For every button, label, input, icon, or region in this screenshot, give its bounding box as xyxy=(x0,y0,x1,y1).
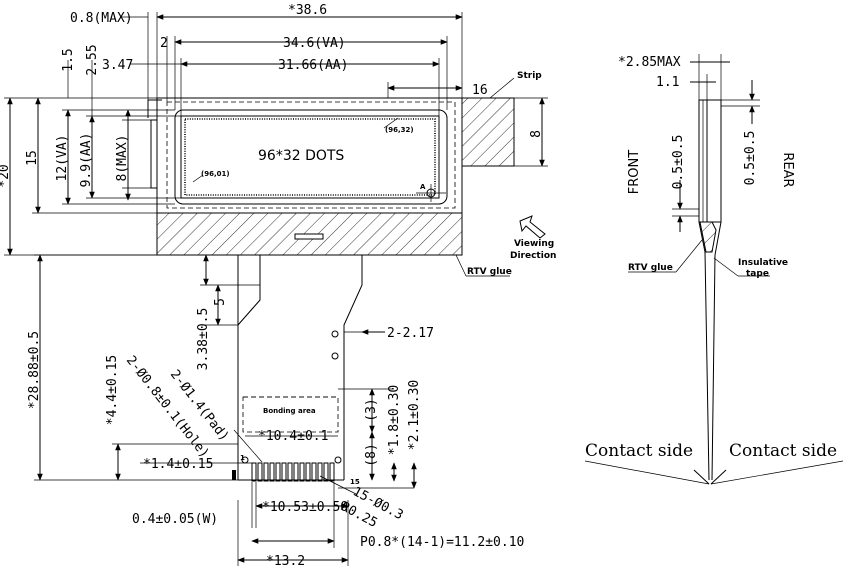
corner-mark: A xyxy=(420,183,426,191)
dim-10-4: *10.4±0.1 xyxy=(258,429,328,444)
fpc-drawing: Bonding area 1 15 *28.88±0.5 xyxy=(27,254,524,569)
insulative-label-2: tape xyxy=(746,269,769,279)
pin-15-label: 15 xyxy=(350,478,360,486)
front-gap: 0.5±0.5 xyxy=(671,135,686,190)
dim-0-4: 0.4±0.05(W) xyxy=(132,512,218,527)
fpc-outline xyxy=(237,255,363,480)
viewing-area xyxy=(174,109,448,205)
rear-gap: 0.5±0.5 xyxy=(743,131,758,186)
side-view: *2.85MAX 1.1 FRONT REAR 0.5±0.5 0.5±0.5 … xyxy=(584,54,844,485)
front-view: A 96*32 DOTS (96,32) (96,01) RTV glue Vi… xyxy=(0,3,556,277)
viewing-direction-label-2: Direction xyxy=(510,251,556,261)
dim-total-length: *28.88±0.5 xyxy=(27,331,42,409)
strip xyxy=(461,97,515,167)
insulative-label-1: Insulative xyxy=(738,258,788,268)
dim-outline-width: *38.6 xyxy=(288,3,327,18)
contact-side-right: Contact side xyxy=(729,441,837,461)
dim-2-55: 2.55 xyxy=(85,44,100,75)
dim-tab-offset: 0.8(MAX) xyxy=(70,11,133,26)
dim-3: (3) xyxy=(364,398,379,421)
side-glass-rear xyxy=(706,99,722,223)
side-dim-1-1: 1.1 xyxy=(656,75,679,90)
dim-3-38: 3.38±0.5 xyxy=(196,308,211,371)
dim-3-47: 3.47 xyxy=(102,58,133,73)
pin-1-label: 1 xyxy=(240,454,245,462)
dim-1-4: *1.4±0.15 xyxy=(143,457,213,472)
dim-max-height: 8(MAX) xyxy=(115,135,130,182)
connector-slot xyxy=(294,233,324,240)
bonding-area-label: Bonding area xyxy=(263,407,316,415)
side-rtv-glue: RTV glue xyxy=(628,263,673,273)
dim-strip-width: 16 xyxy=(472,83,488,98)
dim-aa-width: 31.66(AA) xyxy=(278,58,348,73)
dot-label-bottom-left: (96,01) xyxy=(201,170,230,178)
dim-10-53: *10.53±0.50 xyxy=(262,500,348,515)
dim-edge-2: 2 xyxy=(160,36,168,51)
dim-va-width: 34.6(VA) xyxy=(283,36,346,51)
dim-1-8: *1.8±0.30 xyxy=(387,385,402,455)
dim-4-4: *4.4±0.15 xyxy=(105,355,120,425)
rear-label: REAR xyxy=(780,152,795,187)
dim-strip-height: 8 xyxy=(529,130,544,138)
dim-outline-height: *20 xyxy=(0,164,12,187)
dim-pitch: P0.8*(14-1)=11.2±0.10 xyxy=(360,535,524,550)
rtv-glue-label: RTV glue xyxy=(467,267,512,277)
active-area-dots xyxy=(184,118,436,196)
dim-13-2: *13.2 xyxy=(266,554,305,569)
contact-side-left: Contact side xyxy=(585,441,693,461)
dim-2-2-17: 2-2.17 xyxy=(387,326,434,341)
active-area xyxy=(180,115,440,199)
glass-inner-dashed xyxy=(166,101,456,209)
viewing-direction-arrow xyxy=(519,215,546,239)
dim-aa-height: 9.9(AA) xyxy=(79,133,94,188)
display-text: 96*32 DOTS xyxy=(258,148,344,164)
dim-15: 15 xyxy=(25,150,40,166)
viewing-direction-label-1: Viewing xyxy=(514,239,554,249)
strip-label: Strip xyxy=(517,71,542,81)
side-thickness: *2.85MAX xyxy=(618,55,681,70)
fpc-hole-right xyxy=(334,456,342,464)
dim-2-1: *2.1±0.30 xyxy=(407,380,422,450)
dim-1-5: 1.5 xyxy=(61,48,76,71)
dim-8: (8) xyxy=(364,443,379,466)
front-label: FRONT xyxy=(627,150,642,194)
bonding-area xyxy=(242,396,339,433)
dim-va-height: 12(VA) xyxy=(55,135,70,182)
dim-5: 5 xyxy=(213,298,228,306)
contact-pads xyxy=(251,462,335,482)
dot-label-top-right: (96,32) xyxy=(385,126,414,134)
